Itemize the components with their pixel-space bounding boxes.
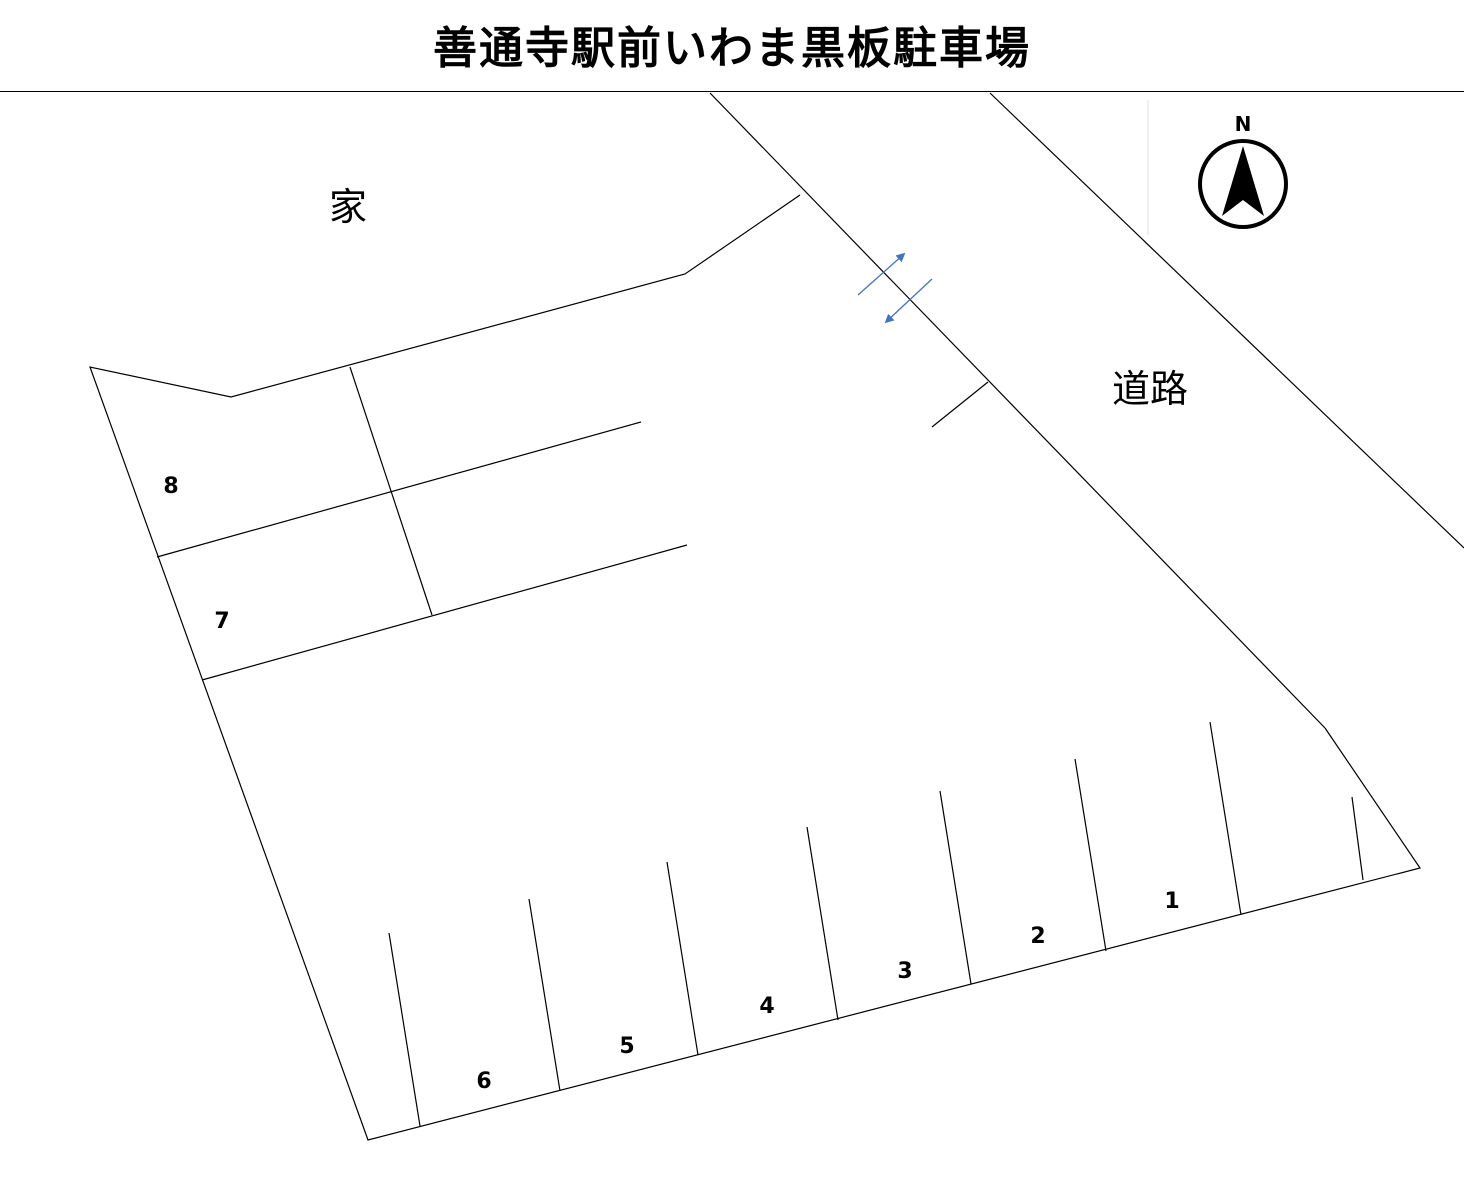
north-label: N	[1235, 112, 1252, 136]
space-divider-1-right	[1209, 721, 1242, 916]
entrance-arrow-out	[857, 252, 906, 296]
lot-boundary	[89, 194, 1421, 1141]
entrance-partition	[931, 381, 989, 428]
space-number-3: 3	[897, 959, 912, 984]
space-number-6: 6	[476, 1069, 491, 1094]
space-number-8: 8	[163, 474, 178, 499]
space-divider-3-2	[939, 790, 972, 985]
space-number-5: 5	[619, 1034, 634, 1059]
space-divider-7-bottom	[201, 544, 688, 681]
space-divider-4-3	[806, 826, 839, 1021]
road-edge-west	[709, 92, 1326, 729]
space-divider-vertical	[349, 366, 433, 616]
space-divider-end	[1351, 796, 1364, 881]
title-divider	[0, 91, 1464, 92]
entrance-arrow-in	[884, 278, 933, 324]
space-number-4: 4	[759, 994, 774, 1019]
road-label: 道路	[1112, 367, 1188, 411]
space-divider-5-4	[666, 861, 699, 1056]
space-number-1: 1	[1164, 889, 1179, 914]
house-label: 家	[329, 185, 367, 229]
space-divider-6-left	[388, 932, 421, 1127]
page-title: 善通寺駅前いわま黒板駐車場	[433, 23, 1031, 74]
road-edge-east	[989, 92, 1464, 549]
space-number-7: 7	[214, 609, 229, 634]
space-divider-6-5	[528, 898, 561, 1092]
north-compass-icon: N	[1198, 112, 1288, 229]
space-divider-8-top	[156, 421, 642, 558]
space-divider-2-1	[1074, 758, 1107, 952]
space-number-2: 2	[1030, 924, 1045, 949]
